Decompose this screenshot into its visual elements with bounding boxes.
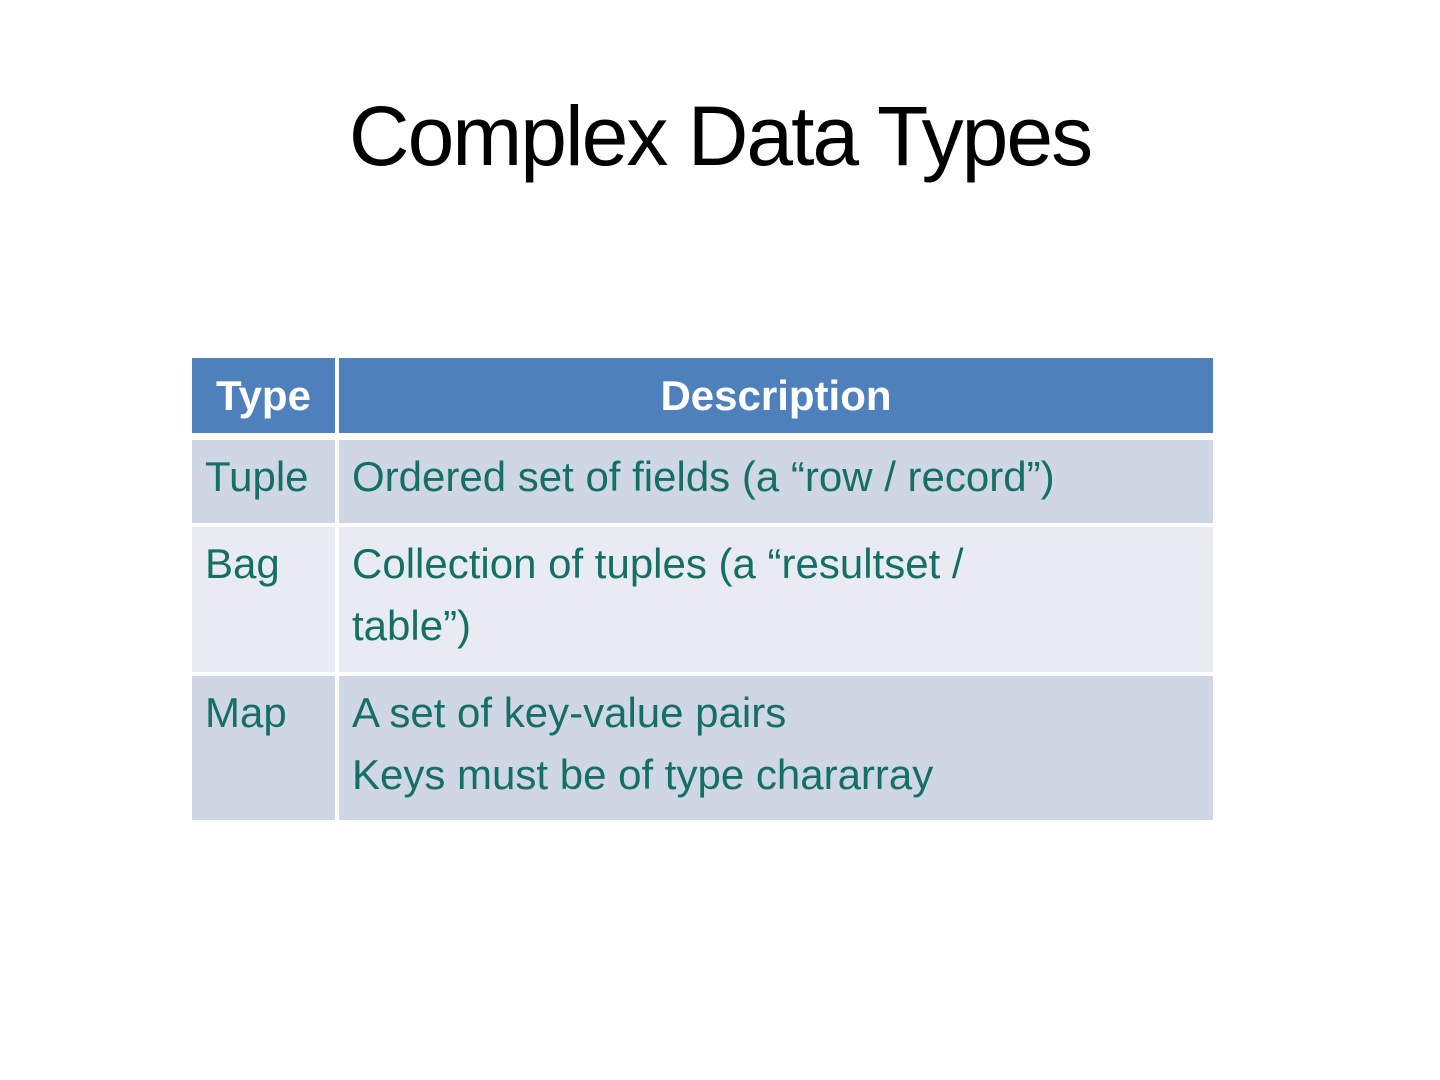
description-line: Keys must be of type chararray	[352, 751, 934, 798]
description-line: A set of key-value pairs	[352, 689, 787, 736]
table-row-map: Map A set of key-value pairs Keys must b…	[192, 674, 1213, 820]
slide-title: Complex Data Types	[348, 89, 1093, 183]
description-cell: Collection of tuples (a “resultset / tab…	[337, 525, 1213, 674]
type-cell: Tuple	[192, 436, 339, 525]
type-cell: Bag	[192, 525, 339, 674]
description-line: Ordered set of fields (a “row / record”)	[352, 453, 1055, 500]
description-line: Collection of tuples (a “resultset /	[352, 540, 964, 587]
column-header-type: Type	[192, 358, 339, 440]
column-header-description: Description	[337, 358, 1213, 440]
complex-data-types-table: Type Description Tuple Ordered set of fi…	[192, 358, 1213, 820]
description-cell: A set of key-value pairs Keys must be of…	[337, 674, 1213, 820]
description-cell: Ordered set of fields (a “row / record”)	[337, 436, 1213, 525]
type-cell: Map	[192, 674, 339, 820]
description-line: table”)	[352, 602, 472, 649]
table-row-tuple: Tuple Ordered set of fields (a “row / re…	[192, 436, 1213, 525]
table-row-bag: Bag Collection of tuples (a “resultset /…	[192, 525, 1213, 674]
table-header-row: Type Description	[192, 358, 1213, 440]
